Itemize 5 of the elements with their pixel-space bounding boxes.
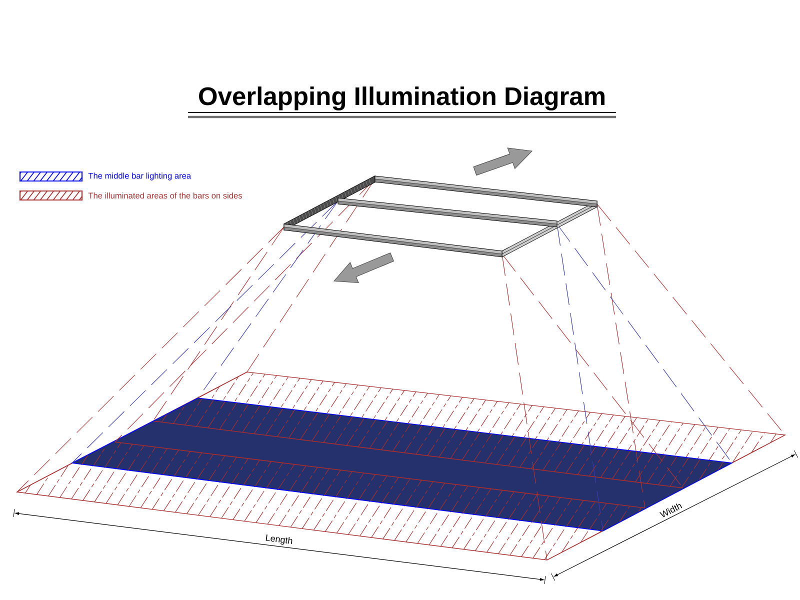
title: Overlapping Illumination Diagram (199, 86, 604, 110)
dimension-label: Length (266, 534, 292, 545)
dimension-label: Width (659, 503, 682, 518)
legend-text: The illuminated areas of the bars on sides (88, 192, 242, 199)
legend-text: The middle bar lighting area (88, 172, 192, 180)
